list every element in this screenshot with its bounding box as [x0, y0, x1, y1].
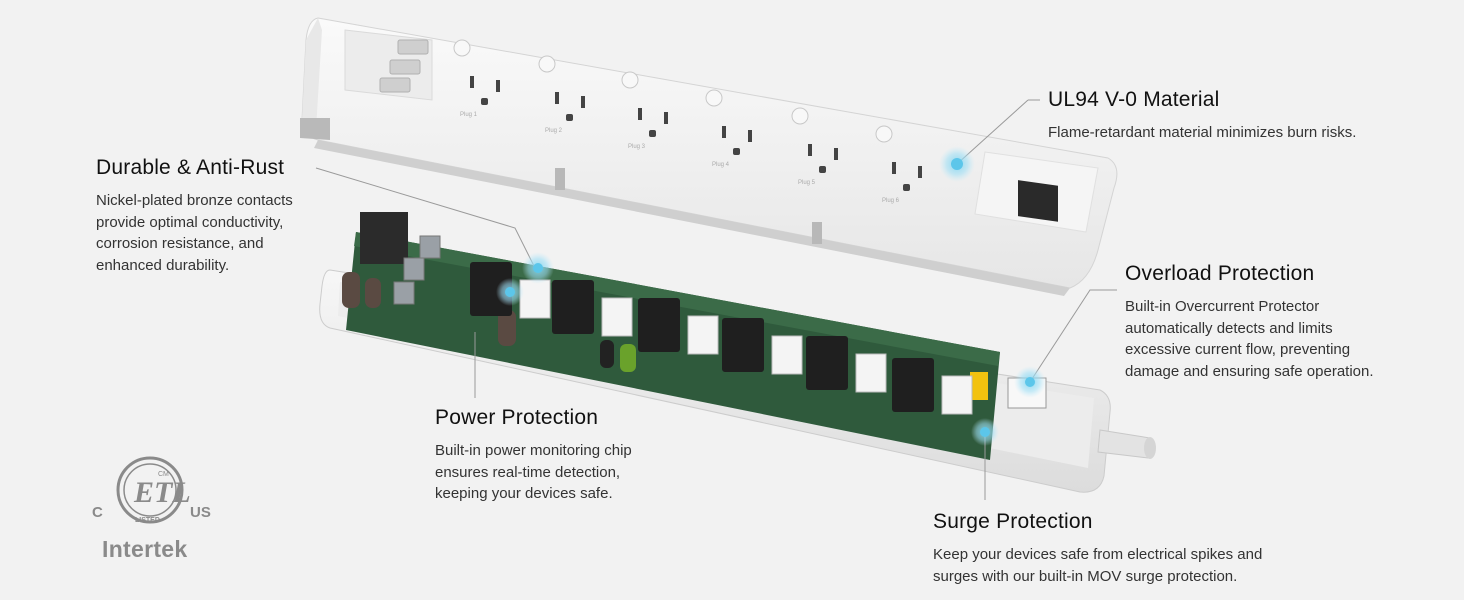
socket-block [806, 336, 848, 390]
callout-overload-title: Overload Protection [1125, 262, 1315, 285]
outlet: Plug 1 [453, 39, 500, 118]
callout-overload-line: Built-in Overcurrent Protector [1125, 298, 1320, 315]
outlet-slot [748, 130, 752, 142]
callout-power-title: Power Protection [435, 406, 599, 429]
relay-block [941, 375, 973, 415]
outlet: Plug 3 [621, 71, 668, 150]
etl-mark-text: ETL [133, 476, 191, 509]
socket-block [722, 318, 764, 372]
outlet-slot [892, 162, 896, 174]
socket-block [638, 298, 680, 352]
outlet-slot [638, 108, 642, 120]
callout-power: Power Protection Built-in power monitori… [435, 406, 632, 505]
callout-durable-line: Nickel-plated bronze contacts [96, 192, 293, 209]
cert-brand-name: Intertek [102, 536, 188, 562]
callout-durable-line: corrosion resistance, and [96, 235, 264, 252]
outlet-button [705, 89, 723, 107]
callout-power-line: Built-in power monitoring chip [435, 442, 632, 459]
etl-cm-text: CM [158, 471, 169, 478]
outlet-ground [481, 98, 488, 105]
outlet-button [791, 107, 809, 125]
cert-right-letter: US [190, 504, 211, 521]
callout-material-title: UL94 V-0 Material [1048, 88, 1220, 111]
callout-durable: Durable & Anti-Rust Nickel-plated bronze… [96, 156, 293, 276]
callout-material-text: Flame-retardant material minimizes burn … [1048, 124, 1357, 141]
socket-block [552, 280, 594, 334]
callout-durable-line: provide optimal conductivity, [96, 213, 284, 231]
callout-surge-title: Surge Protection [933, 510, 1093, 533]
outlet-slot [496, 80, 500, 92]
outlet-label: Plug 5 [798, 180, 816, 186]
outlet: Plug 5 [791, 107, 838, 186]
top-cover [300, 17, 1118, 296]
outlet-ground [903, 184, 910, 191]
outlet-slot [664, 112, 668, 124]
callout-overload-line: automatically detects and limits [1125, 319, 1333, 337]
outlet-button [538, 55, 556, 73]
outlet-ground [649, 130, 656, 137]
callout-overload-line: damage and ensuring safe operation. [1125, 362, 1374, 380]
outlet-slot [470, 76, 474, 88]
outlet-label: Plug 2 [545, 128, 563, 134]
outlet-slot [722, 126, 726, 138]
outlet-label: Plug 3 [628, 144, 646, 150]
internal-sockets [470, 262, 973, 415]
callout-surge-line: surges with our built-in MOV surge prote… [933, 567, 1238, 585]
outlet-label: Plug 6 [882, 198, 900, 204]
outlet-ground [566, 114, 573, 121]
callout-durable-line: enhanced durability. [96, 256, 230, 274]
relay-block [855, 353, 887, 393]
outlet-slot [808, 144, 812, 156]
outlet-slot [581, 96, 585, 108]
callout-durable-title: Durable & Anti-Rust [96, 156, 285, 179]
callout-material: UL94 V-0 Material Flame-retardant materi… [1048, 88, 1356, 144]
relay-block [771, 335, 803, 375]
etl-certification-mark: ETL CM LISTED C US Intertek [88, 452, 218, 567]
outlet-slot [918, 166, 922, 178]
outlet-slot [834, 148, 838, 160]
outlet-label: Plug 4 [712, 162, 730, 168]
outlet: Plug 6 [875, 125, 922, 204]
relay-block [519, 279, 551, 319]
outlet-button [453, 39, 471, 57]
outlet-button [875, 125, 893, 143]
outlet: Plug 4 [705, 89, 752, 168]
outlet-ground [733, 148, 740, 155]
outlet: Plug 2 [538, 55, 585, 134]
relay-block [687, 315, 719, 355]
highlight-dots [496, 146, 1046, 446]
etl-logo: ETL CM LISTED [116, 456, 191, 524]
outlet-ground [819, 166, 826, 173]
callout-power-line: ensures real-time detection, [435, 463, 621, 481]
outlets: Plug 1 Plug 2 Plug 3 Plug 4 Plug 5 Plug 6 [453, 39, 922, 204]
outlet-button [621, 71, 639, 89]
cert-left-letter: C [92, 504, 103, 521]
socket-block [892, 358, 934, 412]
callout-overload: Overload Protection Built-in Overcurrent… [1125, 262, 1374, 382]
callout-surge: Surge Protection Keep your devices safe … [933, 510, 1262, 587]
callout-overload-line: excessive current flow, preventing [1125, 341, 1351, 358]
outlet-label: Plug 1 [460, 112, 478, 118]
etl-listed-text: LISTED [135, 517, 160, 524]
callout-surge-line: Keep your devices safe from electrical s… [933, 546, 1263, 563]
relay-block [601, 297, 633, 337]
callout-power-line: keeping your devices safe. [435, 485, 613, 502]
outlet-slot [555, 92, 559, 104]
